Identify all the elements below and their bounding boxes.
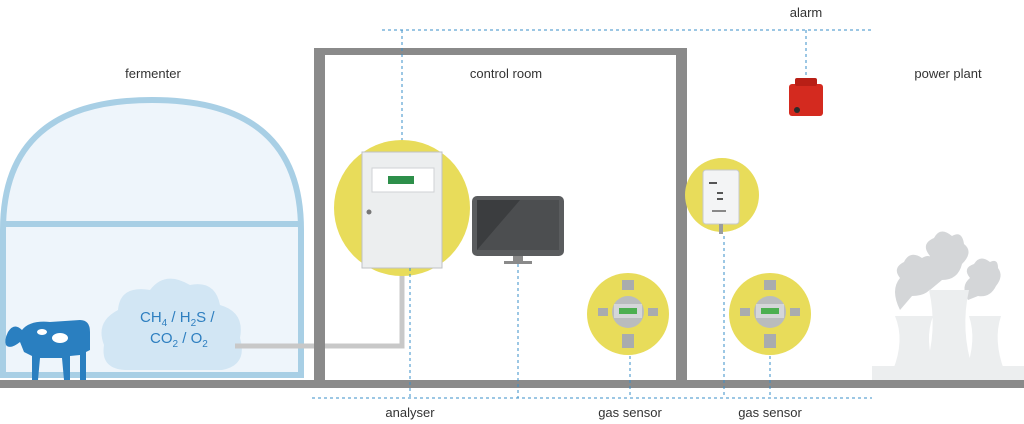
control-room-label: control room (469, 66, 543, 81)
alarm-label: alarm (789, 5, 823, 20)
gas-formula-line-2: CO2 / O2 (150, 330, 208, 350)
monitor-icon (472, 196, 564, 264)
gas-sensor-2-label: gas sensor (738, 405, 802, 420)
gas-cloud: CH4 / H2S / CO2 / O2 (101, 278, 242, 370)
gas-sensor-2-device (740, 280, 800, 348)
alarm-icon (789, 78, 823, 116)
analyser-cabinet (361, 151, 443, 269)
control-room-walls (314, 48, 687, 384)
ground-line (0, 380, 1024, 388)
sample-pipe (235, 268, 405, 349)
gas-sensor-1-label: gas sensor (598, 405, 662, 420)
cow-icon (5, 320, 90, 380)
wall-sensor-device (702, 169, 740, 234)
gas-formula-line-1: CH4 / H2S / (140, 309, 215, 329)
power-plant-icon (872, 231, 1024, 380)
gas-sensor-1-device (598, 280, 658, 348)
connector-lines (312, 29, 872, 399)
fermenter-tank (0, 96, 304, 378)
fermenter-label: fermenter (125, 66, 181, 81)
power-plant-label: power plant (914, 66, 982, 81)
analyser-label: analyser (385, 405, 435, 420)
